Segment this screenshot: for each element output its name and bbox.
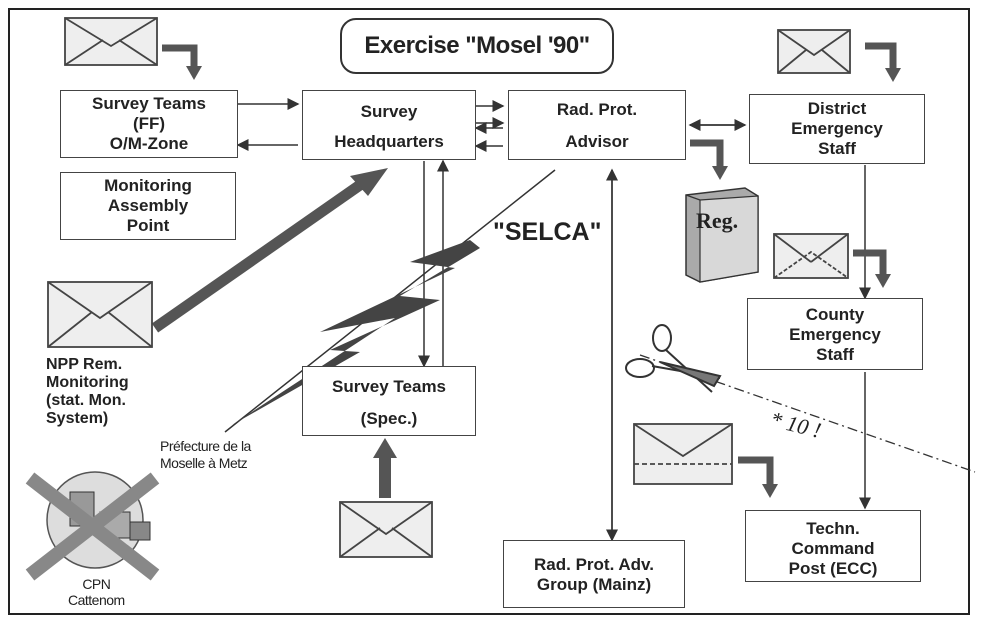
envelope-icon — [777, 29, 851, 74]
box-line: Headquarters — [334, 132, 444, 151]
box-rad-prot-group: Rad. Prot. Adv. Group (Mainz) — [503, 540, 685, 608]
box-line: (Spec.) — [360, 409, 418, 428]
diagram-frame — [8, 8, 970, 615]
box-line: County — [805, 305, 865, 324]
bent-arrow-3 — [690, 139, 724, 168]
envelope-icon — [47, 281, 153, 348]
box-district-staff: District Emergency Staff — [749, 94, 925, 164]
bent-arrow-5 — [738, 456, 774, 486]
prefecture-label: Préfecture de la Moselle à Metz — [160, 438, 251, 472]
box-line: Assembly — [107, 196, 189, 215]
lightning-icon — [232, 240, 480, 425]
cpn-line: Cattenom — [68, 592, 125, 608]
bent-arrow-2 — [865, 42, 897, 70]
box-line: Staff — [818, 139, 856, 158]
box-line: (FF) — [132, 114, 166, 133]
reg-label: Reg. — [696, 208, 739, 233]
bent-arrow-4 — [853, 249, 887, 276]
prefecture-line: Moselle à Metz — [160, 455, 248, 471]
box-line: Command — [791, 539, 875, 558]
npp-line: NPP Rem. — [46, 356, 123, 373]
box-survey-hq: Survey Headquarters — [302, 90, 476, 160]
box-line: Monitoring — [104, 176, 192, 195]
box-line: Group (Mainz) — [536, 575, 652, 594]
envelope-icon — [64, 17, 158, 66]
box-line: Rad. Prot. Adv. — [534, 555, 654, 574]
box-line: Emergency — [791, 119, 883, 138]
selca-label: "SELCA" — [493, 218, 602, 246]
box-rad-prot-advisor: Rad. Prot. Advisor — [508, 90, 686, 160]
box-survey-teams-spec: Survey Teams (Spec.) — [302, 366, 476, 436]
box-line: Advisor — [565, 132, 629, 151]
box-monitoring-point: Monitoring Assembly Point — [60, 172, 236, 240]
box-line: Survey Teams — [331, 377, 447, 396]
npp-label: NPP Rem. Monitoring (stat. Mon. System) — [46, 356, 129, 428]
npp-line: (stat. Mon. — [46, 392, 126, 409]
envelope-icon — [633, 423, 733, 485]
box-line: O/M-Zone — [109, 134, 189, 153]
box-line: Emergency — [789, 325, 881, 344]
cpn-label: CPN Cattenom — [68, 576, 125, 608]
prefecture-line: Préfecture de la — [160, 438, 251, 454]
thick-arrow-npp-to-hq — [151, 173, 374, 333]
npp-line: Monitoring — [46, 374, 129, 391]
thick-arrows — [151, 42, 901, 498]
book-icon — [685, 187, 759, 283]
box-line: Rad. Prot. — [556, 100, 638, 119]
box-line: District — [807, 99, 867, 118]
box-county-staff: County Emergency Staff — [747, 298, 923, 370]
box-line: Staff — [816, 345, 854, 364]
cut-line — [639, 354, 976, 473]
box-line: Point — [126, 216, 170, 235]
bent-arrow-1 — [162, 44, 198, 68]
box-techn-command: Techn. Command Post (ECC) — [745, 510, 921, 582]
envelope-icon — [339, 501, 433, 558]
box-line: Techn. — [806, 519, 860, 538]
npp-line: System) — [46, 410, 109, 427]
box-line: Survey — [360, 102, 418, 121]
box-line: Post (ECC) — [788, 559, 878, 578]
box-survey-teams-ff: Survey Teams (FF) O/M-Zone — [60, 90, 238, 158]
envelope-icon — [773, 233, 849, 279]
cpn-line: CPN — [82, 576, 111, 592]
power-plant-icon — [25, 471, 160, 581]
page-title: Exercise "Mosel '90" — [340, 18, 614, 74]
box-line: Survey Teams — [91, 94, 207, 113]
scissors-icon — [625, 324, 722, 393]
